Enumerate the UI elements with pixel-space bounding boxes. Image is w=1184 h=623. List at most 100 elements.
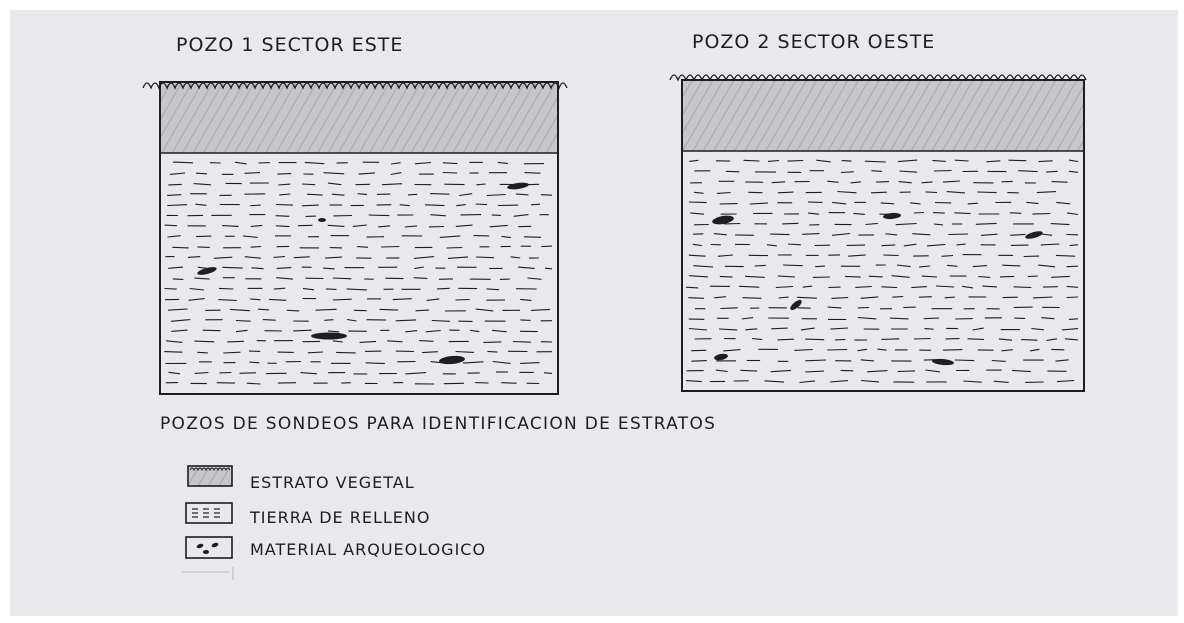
fill-dash [881, 286, 898, 289]
pit-2-fill-dashes [685, 159, 1079, 384]
fill-dash [415, 309, 430, 312]
fill-dash [770, 369, 792, 373]
legend-symbol-vegetal [187, 465, 233, 487]
fill-dash [168, 371, 181, 375]
fill-dash [222, 225, 239, 227]
fill-dash [470, 329, 480, 333]
fill-dash [301, 204, 319, 207]
fill-dash [262, 319, 276, 321]
fill-dash [743, 159, 760, 162]
fill-dash [913, 211, 925, 214]
fill-dash [315, 308, 337, 311]
fill-dash [1027, 275, 1038, 278]
fill-dash [293, 329, 312, 332]
fill-dash [1066, 285, 1079, 288]
fill-dash [447, 256, 469, 259]
fill-dash [413, 277, 428, 279]
fill-dash [250, 245, 262, 248]
fill-dash [194, 277, 210, 280]
fill-dash [840, 171, 854, 174]
fill-dash [831, 296, 849, 299]
fill-dash [889, 317, 909, 320]
fill-dash [513, 214, 529, 217]
fill-dash [300, 372, 318, 375]
fill-dash [857, 348, 867, 352]
archaeological-find-mark [712, 215, 734, 225]
fill-dash [782, 222, 799, 225]
fill-dash [239, 372, 256, 374]
fill-dash [235, 319, 251, 322]
fill-dash [1046, 338, 1057, 341]
fill-dash [770, 233, 790, 236]
fill-dash [430, 214, 446, 217]
fill-dash [689, 275, 708, 278]
fill-dash [775, 285, 794, 289]
fill-dash [911, 286, 927, 289]
fill-dash [167, 204, 188, 207]
fill-dash [1068, 159, 1079, 163]
fill-dash [909, 202, 921, 205]
fill-dash [172, 246, 189, 249]
fill-dash [927, 243, 946, 247]
fill-dash [1002, 264, 1021, 267]
fill-dash [749, 202, 769, 205]
fill-dash [877, 348, 887, 351]
fill-dash [686, 380, 702, 383]
fill-dash [164, 287, 177, 290]
fill-dash [1011, 369, 1031, 373]
fill-dash [972, 327, 984, 331]
fill-dash [1067, 212, 1079, 216]
pit-1 [142, 81, 568, 395]
fill-dash [991, 359, 1006, 362]
fill-dash [307, 351, 324, 354]
fill-dash [258, 308, 270, 311]
fill-dash [527, 277, 542, 280]
fill-dash [685, 286, 699, 289]
fill-dash [885, 233, 898, 236]
fill-dash [948, 233, 969, 236]
fill-dash [832, 201, 847, 205]
fill-dash [357, 193, 368, 195]
fill-dash [332, 298, 352, 301]
fill-dash [413, 256, 435, 259]
fill-dash [456, 204, 466, 207]
fill-dash [489, 224, 508, 228]
fill-dash [524, 172, 541, 174]
fill-dash [278, 183, 291, 186]
fill-dash [188, 298, 205, 301]
fill-dash [164, 351, 183, 353]
archaeological-find-mark [1025, 231, 1043, 239]
archaeological-find-mark [790, 299, 802, 311]
fill-dash [543, 372, 553, 374]
fill-dash [331, 193, 345, 196]
fill-dash [764, 380, 785, 383]
fill-dash [293, 256, 310, 259]
fill-dash [530, 203, 541, 206]
fill-dash [954, 359, 975, 362]
fill-dash [325, 256, 343, 259]
fill-dash [171, 329, 188, 332]
fill-dash [1068, 318, 1079, 320]
fill-dash [407, 193, 418, 196]
fill-dash [805, 338, 825, 341]
fill-dash [463, 361, 484, 364]
fill-dash [1038, 264, 1056, 268]
pit-1-title: POZO 1 SECTOR ESTE [176, 34, 404, 56]
fill-dash [688, 254, 706, 257]
fill-dash [944, 296, 955, 299]
fill-dash [476, 256, 495, 259]
fill-dash [524, 236, 542, 238]
fill-dash [390, 172, 402, 176]
fill-dash [921, 275, 937, 278]
fill-dash [932, 212, 945, 214]
fill-dash [871, 170, 883, 172]
fill-dash [164, 224, 178, 227]
fill-dash [925, 191, 938, 194]
fill-dash [745, 328, 758, 331]
fill-dash [279, 193, 291, 196]
fill-dash [491, 214, 501, 216]
fill-dash [304, 161, 325, 165]
fill-dash [269, 298, 287, 301]
fill-dash [286, 309, 300, 312]
fill-dash [476, 183, 486, 186]
